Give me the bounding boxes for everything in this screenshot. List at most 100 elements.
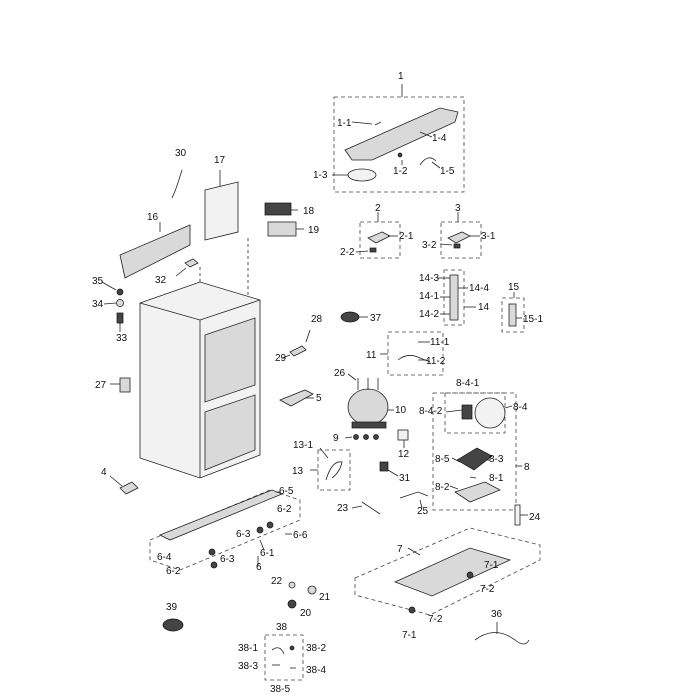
cabinet-lower-compartment [204,394,256,471]
part-1-3-plate [347,168,377,182]
part-8-4-fan-blade [474,397,506,429]
group-6-frame [149,489,301,571]
label-13: 13 [292,466,304,477]
label-2-1: 2-1 [399,231,414,242]
part-13-tube [325,461,343,481]
label-21: 21 [319,592,331,603]
label-36: 36 [491,609,503,620]
label-9: 9 [333,433,339,444]
label-10: 10 [395,405,407,416]
part-36-harness [474,632,530,645]
part-11-tube [397,355,431,363]
part-32 [184,258,199,268]
label-1-4: 1-4 [432,133,447,144]
label-7: 7 [397,544,403,555]
label-20: 20 [300,608,312,619]
label-6-2-upper: 6-2 [277,504,292,515]
part-22 [288,581,296,589]
label-3-1: 3-1 [481,231,496,242]
label-28: 28 [311,314,323,325]
part-30-wire [171,169,183,199]
part-8-3-condenser [456,447,493,471]
group-2-frame [359,221,401,259]
label-26: 26 [334,368,346,379]
label-38-4: 38-4 [306,665,326,676]
part-group-14 [438,269,476,326]
label-6-6: 6-6 [293,530,308,541]
label-18: 18 [303,206,315,217]
label-6-3-upper: 6-3 [236,529,251,540]
group-14-frame [443,269,465,326]
label-8: 8 [524,462,530,473]
label-17: 17 [214,155,226,166]
label-6-4: 6-4 [157,552,172,563]
part-1-4-bracket [344,107,459,161]
label-8-3: 8-3 [489,454,504,465]
part-group-3 [439,212,482,259]
part-24 [514,504,521,526]
part-38-1 [271,647,285,655]
part-group-6 [149,489,301,571]
label-11: 11 [366,350,377,361]
label-7-1-upper: 7-1 [484,560,499,571]
part-10-base [351,421,387,429]
label-11-2: 11-2 [426,356,446,367]
group-3-frame [440,221,482,259]
part-27 [119,377,131,393]
part-23 [361,501,381,515]
label-39: 39 [166,602,178,613]
refrigerator-cabinet [139,235,261,479]
label-3: 3 [455,203,461,214]
label-7-1-lower: 7-1 [402,630,417,641]
label-38: 38 [276,622,288,633]
part-14-sensor-harness [449,274,459,321]
part-10-compressor [347,388,389,426]
label-22: 22 [271,576,283,587]
part-3-1 [447,231,471,244]
label-12: 12 [398,449,410,460]
label-13-1: 13-1 [293,440,313,451]
label-29: 29 [275,353,287,364]
label-8-1: 8-1 [489,473,504,484]
callout-labels: 1 1-1 1-2 1-3 1-4 1-5 2 2-1 2-2 3 3-1 3-… [92,71,543,695]
label-35: 35 [92,276,104,287]
label-32: 32 [155,275,167,286]
part-group-11 [380,331,444,376]
label-24: 24 [529,512,541,523]
label-1-5: 1-5 [440,166,455,177]
label-6-3-lower: 6-3 [220,554,235,565]
part-2-2 [369,247,377,253]
label-6-1: 6-1 [260,548,275,559]
part-21 [307,585,317,595]
label-14: 14 [478,302,490,313]
group-15-frame [501,297,525,333]
label-33: 33 [116,333,128,344]
label-7-2-upper: 7-2 [480,584,495,595]
part-19-board [267,221,297,237]
group-8-frame [432,392,517,511]
part-20 [287,599,297,609]
group-38-frame [264,634,304,681]
label-1-1: 1-1 [337,118,352,129]
part-group-10-compressor [344,373,394,440]
part-39 [162,618,184,632]
label-15-1: 15-1 [523,314,543,325]
label-11-1: 11-1 [430,337,450,348]
label-27: 27 [95,380,107,391]
label-5: 5 [316,393,322,404]
part-34 [116,299,124,307]
part-2-1 [367,231,391,244]
part-4 [119,481,139,495]
group-13-frame [317,449,351,491]
part-8-4-2-motor [461,404,473,420]
label-8-2: 8-2 [435,482,450,493]
label-8-5: 8-5 [435,454,450,465]
group-7-frame [354,527,541,616]
label-6-2-lower: 6-2 [166,566,181,577]
group-1-frame [333,96,465,193]
label-38-3: 38-3 [238,661,258,672]
label-6-5: 6-5 [279,486,294,497]
part-group-1 [332,84,465,193]
